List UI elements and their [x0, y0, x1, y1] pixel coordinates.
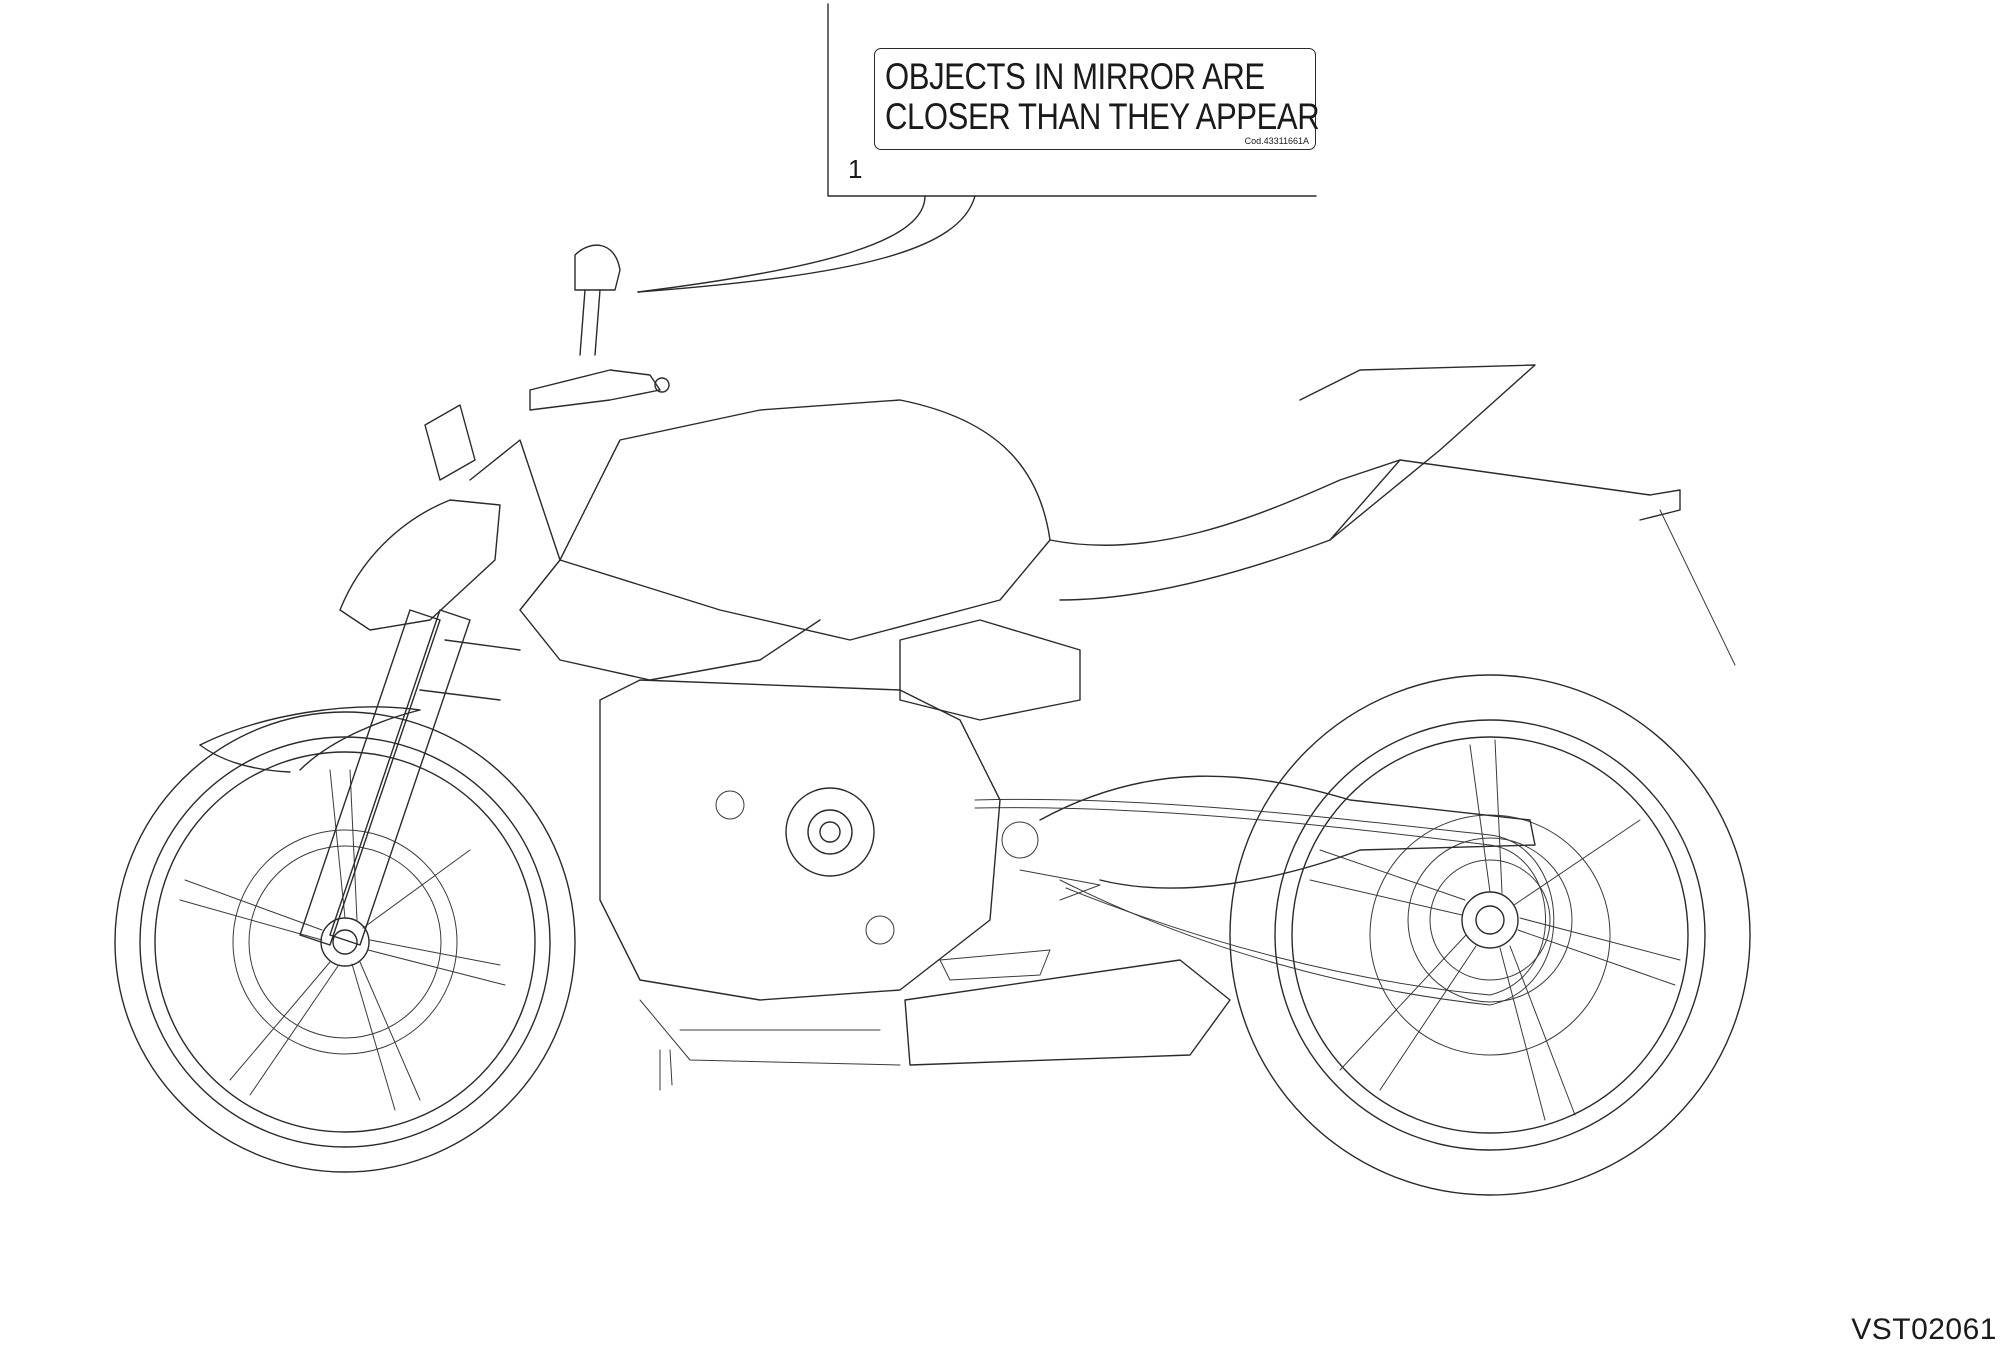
callout-leader — [637, 3, 1317, 293]
front-fork — [199, 609, 521, 946]
decal-line-1: OBJECTS IN MIRROR ARE — [885, 56, 1265, 97]
headlight-fairing — [339, 404, 561, 631]
footpegs — [659, 869, 1101, 1091]
decal-part-code: Cod.43311661A — [1244, 136, 1309, 146]
engine — [599, 679, 1231, 1066]
decal-line-2: CLOSER THAN THEY APPEAR — [885, 96, 1320, 137]
front-wheel — [114, 711, 576, 1173]
swingarm-chain — [974, 775, 1555, 1006]
rear-wheel — [1229, 674, 1751, 1196]
warning-decal: OBJECTS IN MIRROR ARE CLOSER THAN THEY A… — [874, 48, 1320, 150]
mirror-handlebar — [529, 244, 670, 411]
drawing-id: VST02061 — [1851, 1313, 1997, 1346]
callout-number: 1 — [848, 154, 863, 184]
tank-body — [519, 364, 1736, 721]
